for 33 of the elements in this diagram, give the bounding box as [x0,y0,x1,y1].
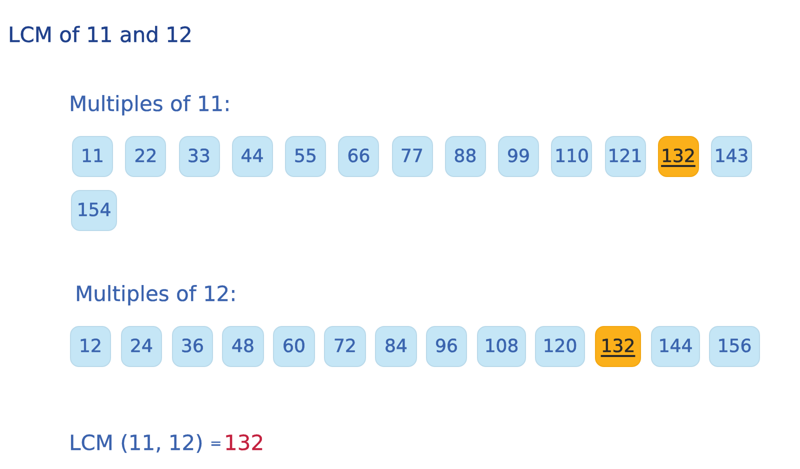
number-tile: 108 [477,326,526,367]
number-tile: 154 [71,190,117,231]
number-tile: 143 [711,136,752,177]
number-tile: 12 [70,326,111,367]
highlighted-number-tile: 132 [595,326,641,367]
number-tile: 88 [444,136,486,177]
number-tile: 77 [392,136,432,177]
number-tile: 44 [232,136,273,177]
number-tile: 36 [172,326,213,367]
section-heading: Multiples of 11: [69,92,231,116]
number-tile: 60 [273,326,315,367]
title: LCM of 11 and 12 [8,23,192,47]
number-tile: 96 [426,326,467,367]
number-tile: 156 [709,326,760,367]
number-tile: 48 [222,326,264,367]
section-heading: Multiples of 12: [75,282,237,306]
number-tile: 110 [551,136,592,177]
number-tile: 55 [285,136,326,177]
number-tile: 33 [178,136,220,177]
number-tile: 66 [338,136,380,177]
result-value: 132 [224,431,264,455]
number-tile: 84 [375,326,417,367]
number-tile: 99 [498,136,539,177]
number-tile: 144 [651,326,700,367]
equals-sign: = [210,435,222,454]
result-text: LCM (11, 12) [69,431,204,455]
number-tile: 11 [72,136,113,177]
number-tile: 24 [121,326,162,367]
number-tile: 22 [125,136,166,177]
number-tile: 72 [324,326,366,367]
number-tile: 120 [535,326,585,367]
highlighted-number-tile: 132 [658,136,699,177]
number-tile: 121 [604,136,646,177]
